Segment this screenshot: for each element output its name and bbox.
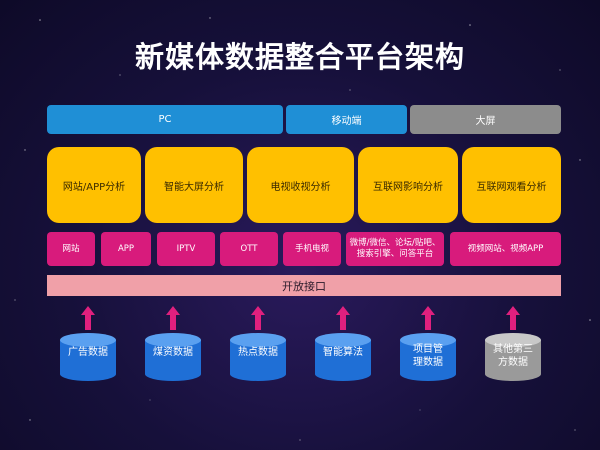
channel-label: 网站 — [62, 243, 80, 254]
open-api-label: 开放接口 — [282, 279, 326, 293]
source-label: 煤资数据 — [153, 347, 193, 358]
analysis-internet-viewing: 互联网观看分析 — [462, 147, 561, 223]
source-smart-algorithm: 智能算法 — [314, 332, 372, 382]
database-icon — [230, 333, 286, 381]
source-label: 广告数据 — [68, 347, 108, 358]
tab-mobile[interactable]: 移动端 — [286, 105, 407, 134]
analysis-label: 网站/APP分析 — [62, 181, 126, 193]
page-title: 新媒体数据整合平台架构 — [134, 40, 465, 74]
channel-ott: OTT — [220, 232, 278, 266]
database-icon — [315, 333, 371, 381]
database-icon — [485, 333, 541, 381]
arrow-up-icon — [421, 306, 435, 330]
source-ad-data: 广告数据 — [59, 332, 117, 382]
analysis-label: 智能大屏分析 — [164, 181, 224, 193]
tab-big-screen-label: 大屏 — [475, 116, 496, 127]
arrow-up-icon — [166, 306, 180, 330]
open-api-bar: 开放接口 — [47, 275, 561, 296]
channel-iptv: IPTV — [157, 232, 215, 266]
channel-social-search: 微博/微信、论坛/贴吧、搜索引擎、问答平台 — [346, 232, 444, 266]
tab-pc-label: PC — [158, 114, 172, 125]
source-label: 项目管理数据 — [413, 344, 443, 368]
source-hotspot-data: 热点数据 — [229, 332, 287, 382]
analysis-label: 电视收视分析 — [270, 181, 331, 193]
channel-label: 手机电视 — [294, 243, 329, 254]
source-label: 其他第三方数据 — [493, 344, 533, 368]
source-media-data: 煤资数据 — [144, 332, 202, 382]
channel-label: OTT — [240, 243, 258, 254]
arrow-up-icon — [506, 306, 520, 330]
tab-big-screen[interactable]: 大屏 — [410, 105, 561, 134]
channel-mobile-tv: 手机电视 — [283, 232, 341, 266]
channel-website: 网站 — [47, 232, 95, 266]
source-third-party-data: 其他第三方数据 — [484, 332, 542, 382]
database-icon — [400, 333, 456, 381]
analysis-label: 互联网观看分析 — [476, 181, 547, 193]
tab-pc[interactable]: PC — [47, 105, 283, 134]
channel-label: IPTV — [176, 243, 196, 254]
source-label: 智能算法 — [323, 347, 363, 358]
channel-label: 视频网站、视频APP — [467, 243, 544, 254]
analysis-website-app: 网站/APP分析 — [47, 147, 141, 223]
source-label: 热点数据 — [238, 347, 278, 358]
arrow-up-icon — [81, 306, 95, 330]
database-icon — [145, 333, 201, 381]
analysis-internet-influence: 互联网影响分析 — [358, 147, 458, 223]
analysis-smart-screen: 智能大屏分析 — [145, 147, 243, 223]
analysis-tv-rating: 电视收视分析 — [247, 147, 354, 223]
analysis-label: 互联网影响分析 — [373, 181, 443, 193]
channel-label: 微博/微信、论坛/贴吧、搜索引擎、问答平台 — [349, 238, 441, 259]
channel-video-sites: 视频网站、视频APP — [450, 232, 561, 266]
arrow-up-icon — [251, 306, 265, 330]
arrow-up-icon — [336, 306, 350, 330]
source-project-data: 项目管理数据 — [399, 332, 457, 382]
database-icon — [60, 333, 116, 381]
tab-mobile-label: 移动端 — [331, 116, 362, 127]
channel-app: APP — [101, 232, 151, 266]
channel-label: APP — [117, 243, 135, 254]
